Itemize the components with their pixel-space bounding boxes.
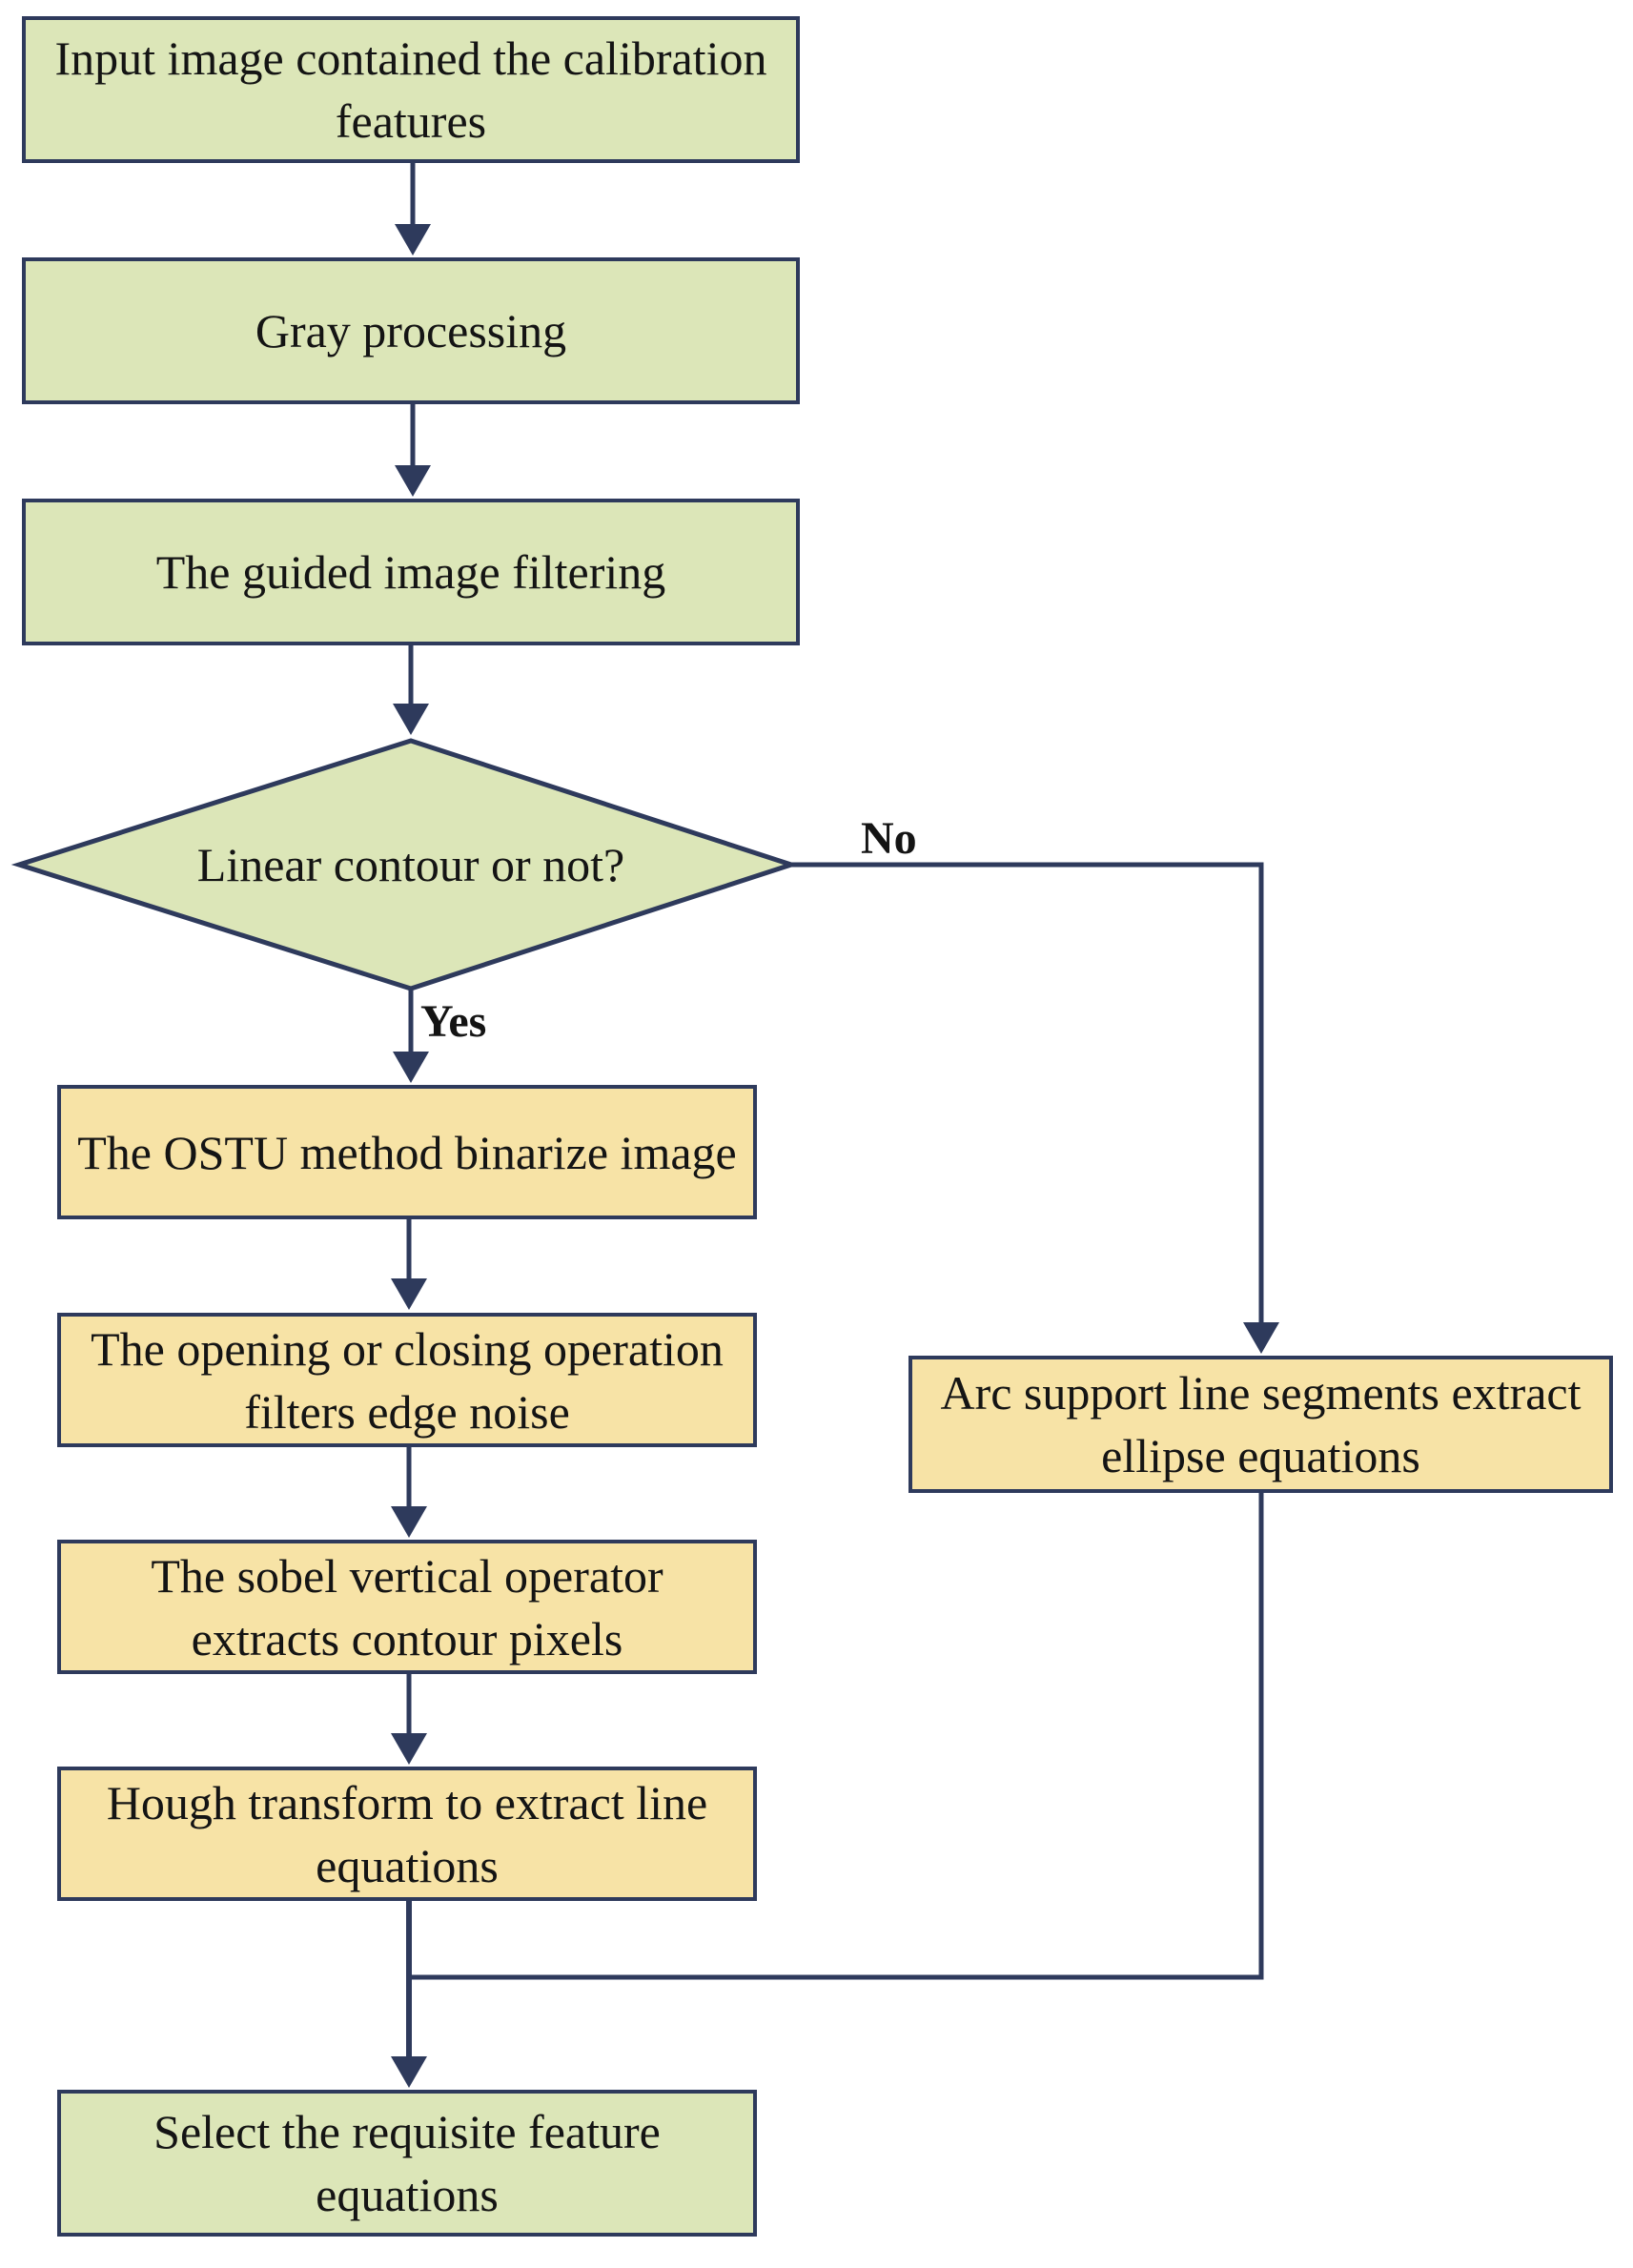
node-ostu-binarize: The OSTU method binarize image — [57, 1085, 757, 1219]
arrowhead-select — [391, 2056, 427, 2088]
arrowhead-hough — [391, 1733, 427, 1765]
node-hough-transform: Hough transform to extract line equation… — [57, 1767, 757, 1901]
node-gray-processing: Gray processing — [22, 257, 800, 404]
decision-label: Linear contour or not? — [196, 838, 625, 891]
line-no-to-arc — [791, 862, 1264, 1322]
label-no: No — [861, 813, 917, 864]
arrowhead-arc — [1243, 1322, 1279, 1354]
node-arc-support: Arc support line segments extract ellips… — [908, 1356, 1613, 1493]
arrowhead-ostu — [393, 1052, 429, 1083]
node-input-image: Input image contained the calibration fe… — [22, 16, 800, 163]
line-arc-to-merge — [409, 1493, 1264, 1980]
arrowhead-guided — [395, 465, 431, 497]
arrowhead-decision — [393, 704, 429, 735]
node-opening-closing: The opening or closing operation filters… — [57, 1313, 757, 1447]
node-guided-filtering: The guided image filtering — [22, 499, 800, 645]
arrowhead-opening — [391, 1278, 427, 1310]
node-sobel-operator: The sobel vertical operator extracts con… — [57, 1540, 757, 1674]
arrowhead-sobel — [391, 1506, 427, 1538]
arrowhead-gray — [395, 224, 431, 255]
node-select-equations: Select the requisite feature equations — [57, 2090, 757, 2237]
label-yes: Yes — [420, 996, 487, 1047]
